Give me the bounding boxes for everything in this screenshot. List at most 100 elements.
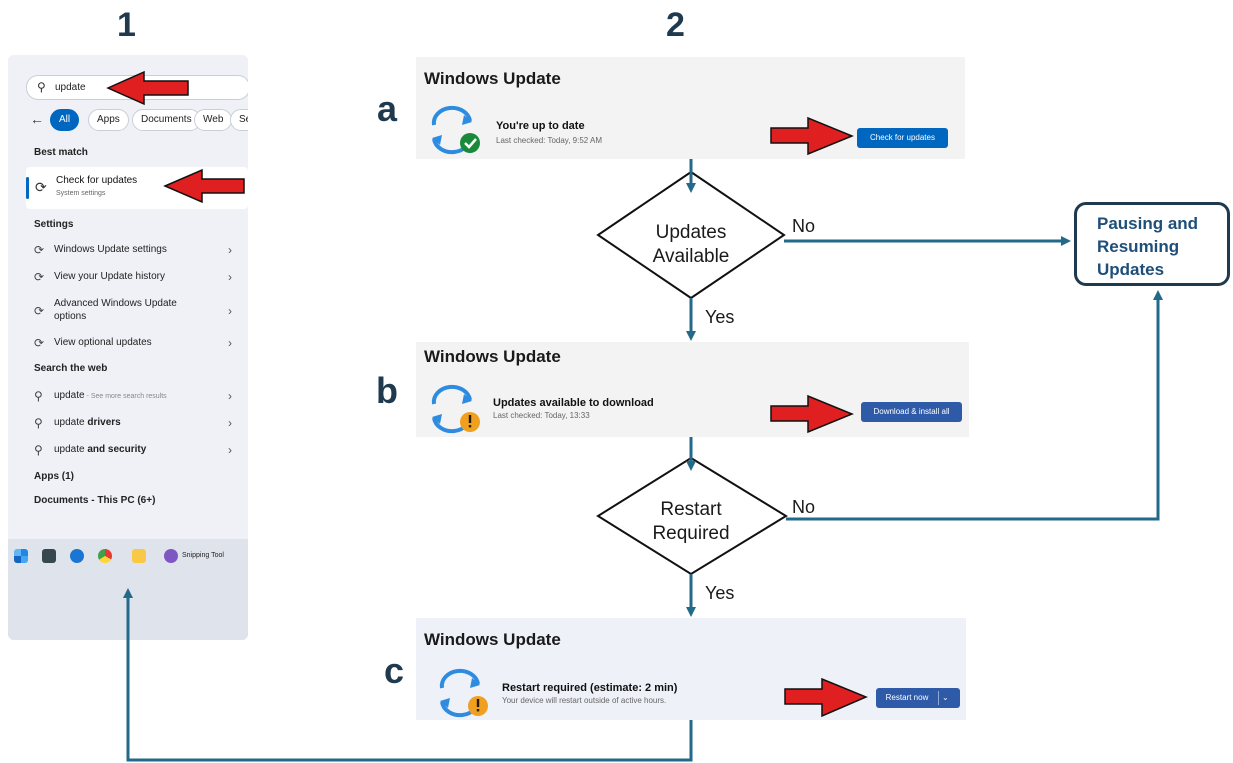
label-a: a	[377, 88, 398, 129]
download-install-all-button[interactable]: Download & install all	[861, 402, 962, 422]
chevron-right-icon: ›	[228, 243, 232, 257]
red-arrow-search	[106, 70, 189, 106]
panel-title: Windows Update	[424, 347, 561, 366]
best-match-header: Best match	[34, 147, 88, 158]
web-result-text: update	[54, 444, 88, 455]
chevron-right-icon: ›	[228, 304, 232, 318]
back-arrow-icon[interactable]: ←	[30, 111, 44, 127]
menu-item-label-line2: options	[54, 311, 87, 322]
windows-update-panel-a: Windows Update You're up to date Last ch…	[416, 57, 965, 159]
task-view-icon[interactable]	[42, 549, 56, 563]
decision1-line1: Updates	[655, 222, 727, 243]
split-divider	[938, 691, 939, 705]
red-arrow-restart	[784, 677, 868, 718]
label-b: b	[376, 370, 398, 411]
search-icon: ⚲	[34, 389, 43, 403]
decision2-line2: Required	[652, 523, 730, 544]
search-icon: ⚲	[37, 80, 46, 94]
web-result-update-security[interactable]: ⚲ update and security ›	[34, 443, 238, 457]
best-match-subtitle: System settings	[56, 190, 106, 197]
decision2-line1: Restart	[660, 499, 722, 520]
pause-box-text: Pausing and Resuming Updates	[1097, 212, 1198, 281]
filter-web[interactable]: Web	[194, 109, 233, 131]
web-result-bold: drivers	[87, 417, 121, 428]
search-value: update	[55, 82, 86, 93]
step-number-1: 1	[117, 6, 136, 44]
web-result-text: update	[54, 417, 88, 428]
panel-title: Windows Update	[424, 630, 561, 649]
search-web-header: Search the web	[34, 363, 108, 374]
file-explorer-icon[interactable]	[132, 549, 146, 563]
snipping-tool-icon[interactable]	[164, 549, 178, 563]
search-icon: ⚲	[34, 416, 43, 430]
connector-c-to-start	[123, 588, 693, 762]
red-arrow-check-updates	[770, 116, 854, 156]
decision1-line2: Available	[652, 246, 730, 267]
menu-item-label: View your Update history	[54, 271, 165, 282]
red-arrow-download	[770, 394, 854, 434]
outlook-icon[interactable]	[70, 549, 84, 563]
sync-icon: ⟳	[35, 179, 47, 195]
windows-start-icon[interactable]	[14, 549, 28, 563]
restart-now-button[interactable]: Restart now	[885, 693, 929, 702]
search-icon: ⚲	[34, 443, 43, 457]
menu-item-label: Advanced Windows Update	[54, 298, 177, 309]
red-arrow-best-match	[163, 168, 245, 204]
edge-label-yes-2: Yes	[705, 583, 735, 603]
web-result-update[interactable]: ⚲ update - See more search results ›	[34, 389, 238, 403]
update-status-icon	[439, 668, 488, 718]
chevron-right-icon: ›	[228, 443, 232, 457]
menu-item-advanced-options[interactable]: ⟳ Advanced Windows Update options ›	[34, 297, 238, 325]
chevron-down-icon[interactable]: ⌄	[942, 693, 949, 702]
edge-label-no-1: No	[792, 216, 816, 236]
update-status: Updates available to download	[493, 397, 654, 409]
filter-settings[interactable]: Sett	[230, 109, 248, 131]
restart-note: Your device will restart outside of acti…	[502, 696, 667, 705]
filter-all[interactable]: All	[50, 109, 80, 131]
sync-icon: ⟳	[34, 336, 45, 350]
web-result-hint: - See more search results	[84, 393, 167, 400]
chevron-right-icon: ›	[228, 389, 232, 403]
update-status: You're up to date	[496, 120, 585, 132]
pause-line3: Updates	[1097, 260, 1165, 279]
sync-icon: ⟳	[34, 270, 45, 284]
chevron-right-icon: ›	[228, 336, 232, 350]
last-checked: Last checked: Today, 13:33	[493, 411, 590, 420]
web-result-update-drivers[interactable]: ⚲ update drivers ›	[34, 416, 238, 430]
settings-header: Settings	[34, 219, 74, 230]
sync-icon: ⟳	[34, 304, 45, 318]
sync-icon: ⟳	[34, 243, 45, 257]
web-result-text: update	[54, 390, 85, 401]
windows-update-panel-c: Windows Update Restart required (estimat…	[416, 618, 966, 720]
update-status-icon	[431, 105, 480, 155]
menu-item-label: Windows Update settings	[54, 244, 167, 255]
taskbar-app-label: Snipping Tool	[182, 552, 224, 559]
web-result-bold: and security	[87, 444, 147, 455]
update-status: Restart required (estimate: 2 min)	[502, 682, 678, 694]
menu-item-update-history[interactable]: ⟳ View your Update history ›	[34, 270, 238, 284]
last-checked: Last checked: Today, 9:52 AM	[496, 136, 602, 145]
chevron-right-icon: ›	[228, 270, 232, 284]
best-match-title: Check for updates	[56, 175, 138, 186]
step-number-2: 2	[666, 6, 685, 44]
menu-item-label: View optional updates	[54, 337, 152, 348]
windows-update-panel-b: Windows Update Updates available to down…	[416, 342, 969, 437]
menu-item-windows-update-settings[interactable]: ⟳ Windows Update settings ›	[34, 243, 238, 257]
edge-label-no-2: No	[792, 497, 816, 517]
check-for-updates-button[interactable]: Check for updates	[857, 128, 948, 148]
pause-line1: Pausing and	[1097, 214, 1199, 233]
edge-label-yes-1: Yes	[705, 307, 735, 327]
filter-apps[interactable]: Apps	[88, 109, 129, 131]
apps-header: Apps (1)	[34, 471, 74, 482]
documents-header: Documents - This PC (6+)	[34, 495, 156, 506]
chrome-icon[interactable]	[98, 549, 112, 563]
menu-item-optional-updates[interactable]: ⟳ View optional updates ›	[34, 336, 238, 350]
pausing-resuming-updates-box: Pausing and Resuming Updates	[1074, 202, 1230, 286]
selection-bar	[26, 177, 29, 199]
pause-line2: Resuming	[1097, 237, 1180, 256]
label-c: c	[384, 650, 405, 691]
update-status-icon	[431, 384, 480, 434]
restart-now-split-button: Restart now ⌄	[876, 688, 960, 708]
connector-decision2-no	[786, 290, 1163, 521]
